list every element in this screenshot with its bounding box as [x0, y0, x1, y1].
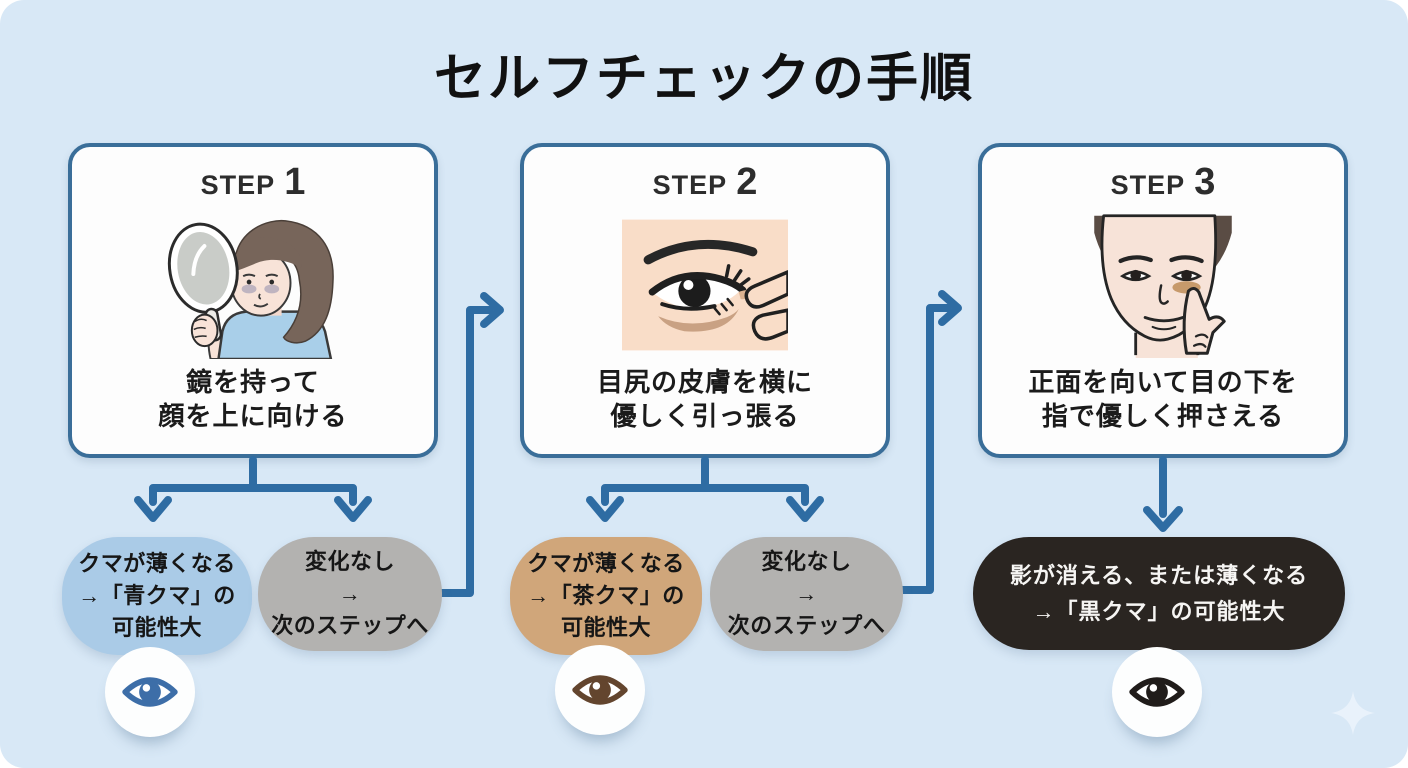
- black-eye-icon: [1129, 677, 1185, 707]
- step2-card: STEP 2: [520, 143, 890, 458]
- brown-eye-chip: [555, 645, 645, 735]
- step1-caption: 鏡を持って 顔を上に向ける: [158, 367, 348, 432]
- eye-skin-pull-illustration: [622, 211, 788, 359]
- face-press-under-eye-illustration: [1038, 211, 1288, 359]
- connector-to-step2-arrow: [433, 292, 504, 597]
- result-bubble-black-kuma-text: 影が消える、または薄くなる →「黒クマ」の可能性大: [1009, 563, 1309, 624]
- result-bubble-brown-kuma: クマが薄くなる →「茶クマ」の 可能性大: [510, 537, 702, 655]
- step1-label: STEP 1: [201, 161, 306, 211]
- step2-number: 2: [736, 161, 758, 203]
- result-bubble-black-kuma: 影が消える、または薄くなる →「黒クマ」の可能性大: [973, 537, 1345, 650]
- blue-eye-chip: [105, 647, 195, 737]
- brown-eye-icon: [572, 675, 628, 705]
- step1-fork-arrow: [134, 456, 372, 522]
- result-bubble-blue-kuma-text: クマが薄くなる →「青クマ」の 可能性大: [78, 551, 236, 640]
- step2-word: STEP: [652, 170, 728, 200]
- step3-card: STEP 3: [978, 143, 1348, 458]
- result-bubble-no-change-1-text: 変化なし → 次のステップへ: [271, 549, 429, 638]
- woman-holding-hand-mirror-illustration: [144, 211, 362, 359]
- step1-number: 1: [284, 161, 306, 203]
- page-title: セルフチェックの手順: [433, 50, 974, 108]
- step3-caption: 正面を向いて目の下を 指で優しく押さえる: [1028, 367, 1298, 432]
- result-bubble-blue-kuma: クマが薄くなる →「青クマ」の 可能性大: [62, 537, 252, 655]
- result-bubble-no-change-2-text: 変化なし → 次のステップへ: [727, 549, 886, 638]
- step3-down-arrow: [1143, 456, 1183, 532]
- black-eye-chip: [1112, 647, 1202, 737]
- step1-word: STEP: [200, 170, 276, 200]
- blue-eye-icon: [122, 677, 178, 707]
- step1-card: STEP 1: [68, 143, 438, 458]
- result-bubble-no-change-1: 変化なし → 次のステップへ: [258, 537, 442, 651]
- step2-caption: 目尻の皮膚を横に 優しく引っ張る: [596, 367, 813, 432]
- result-bubble-brown-kuma-text: クマが薄くなる →「茶クマ」の 可能性大: [527, 551, 685, 640]
- step3-word: STEP: [1110, 170, 1186, 200]
- result-bubble-no-change-2: 変化なし → 次のステップへ: [710, 537, 903, 651]
- sparkle-icon: [1331, 691, 1375, 735]
- step2-label: STEP 2: [653, 161, 758, 211]
- step3-label: STEP 3: [1111, 161, 1216, 211]
- connector-to-step3-arrow: [899, 290, 962, 594]
- step2-fork-arrow: [586, 456, 824, 522]
- step3-number: 3: [1194, 161, 1216, 203]
